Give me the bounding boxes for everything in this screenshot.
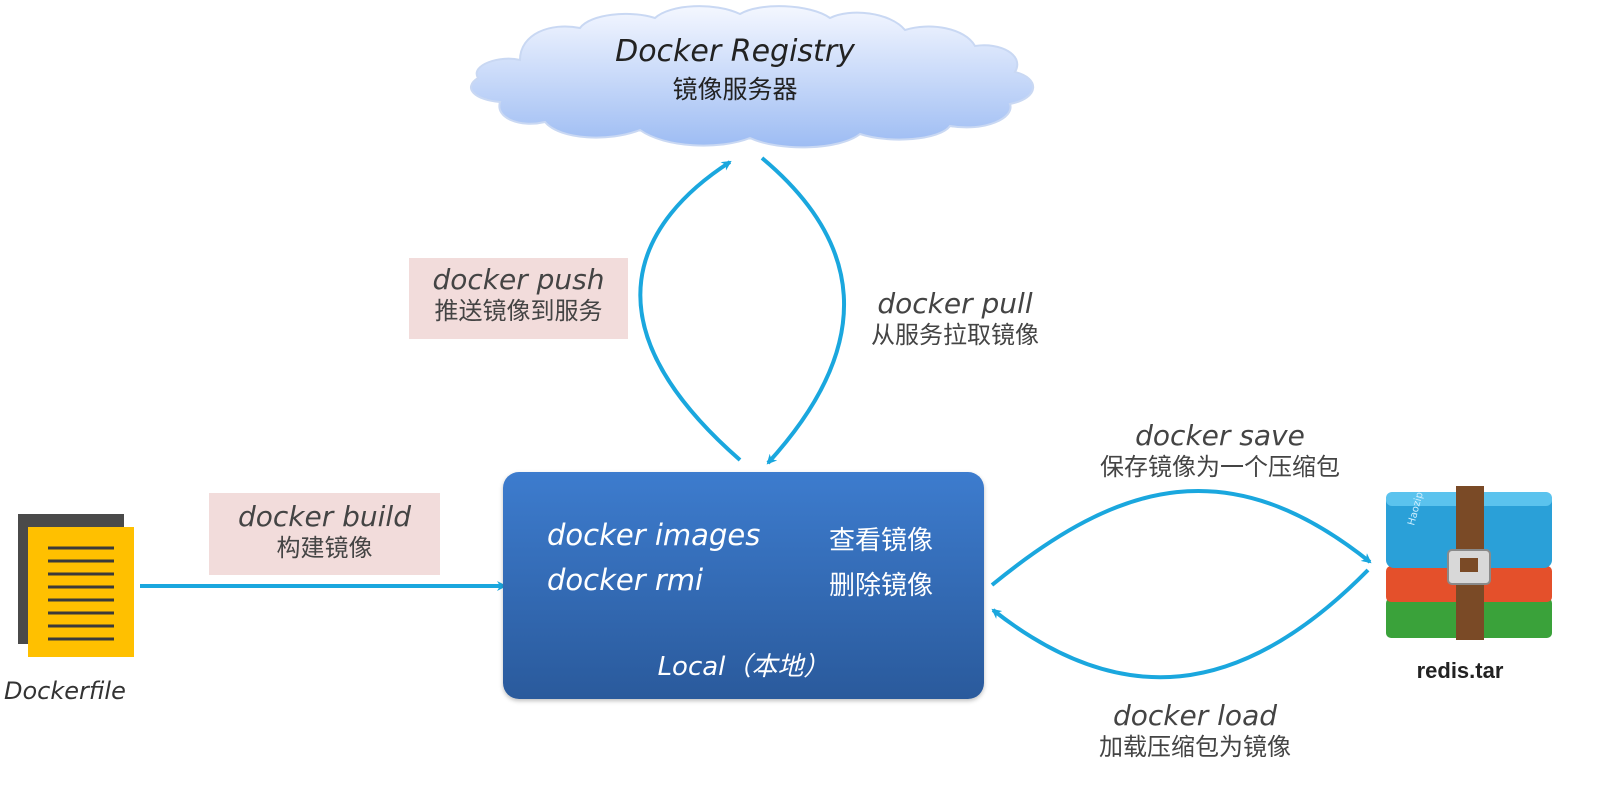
save-command: docker save bbox=[1135, 419, 1305, 452]
save-label: docker save 保存镜像为一个压缩包 bbox=[1075, 420, 1365, 482]
load-command: docker load bbox=[1113, 699, 1277, 732]
save-description: 保存镜像为一个压缩包 bbox=[1100, 453, 1340, 481]
local-images-command: docker images bbox=[547, 518, 761, 552]
build-label-box: docker build 构建镜像 bbox=[209, 493, 440, 575]
registry-subtitle: 镜像服务器 bbox=[672, 75, 798, 104]
pull-label: docker pull 从服务拉取镜像 bbox=[850, 288, 1060, 350]
push-description: 推送镜像到服务 bbox=[434, 297, 603, 325]
local-images-description: 查看镜像 bbox=[829, 526, 934, 556]
push-arrow bbox=[638, 160, 742, 462]
dockerfile-icon bbox=[18, 514, 134, 657]
save-arrow bbox=[990, 488, 1372, 587]
pull-arrow bbox=[760, 156, 846, 465]
dockerfile-label: Dockerfile bbox=[4, 677, 126, 705]
local-label: Local（本地） bbox=[657, 652, 830, 682]
push-label-box: docker push 推送镜像到服务 bbox=[409, 258, 628, 339]
load-arrow bbox=[991, 568, 1370, 680]
pull-description: 从服务拉取镜像 bbox=[871, 321, 1039, 349]
local-rmi-command: docker rmi bbox=[547, 563, 704, 597]
local-rmi-description: 删除镜像 bbox=[829, 571, 934, 601]
local-box: docker images 查看镜像 docker rmi 删除镜像 Local… bbox=[503, 472, 984, 699]
registry-title: Docker Registry bbox=[615, 34, 855, 69]
load-description: 加载压缩包为镜像 bbox=[1099, 733, 1291, 761]
push-command: docker push bbox=[432, 263, 605, 296]
archive-label: redis.tar bbox=[1416, 658, 1504, 683]
registry-cloud bbox=[470, 5, 1035, 149]
load-label: docker load 加载压缩包为镜像 bbox=[1070, 700, 1320, 762]
pull-command: docker pull bbox=[877, 287, 1033, 320]
build-description: 构建镜像 bbox=[276, 534, 373, 562]
archive-icon: Haozip bbox=[1386, 486, 1552, 640]
build-command: docker build bbox=[237, 500, 411, 533]
